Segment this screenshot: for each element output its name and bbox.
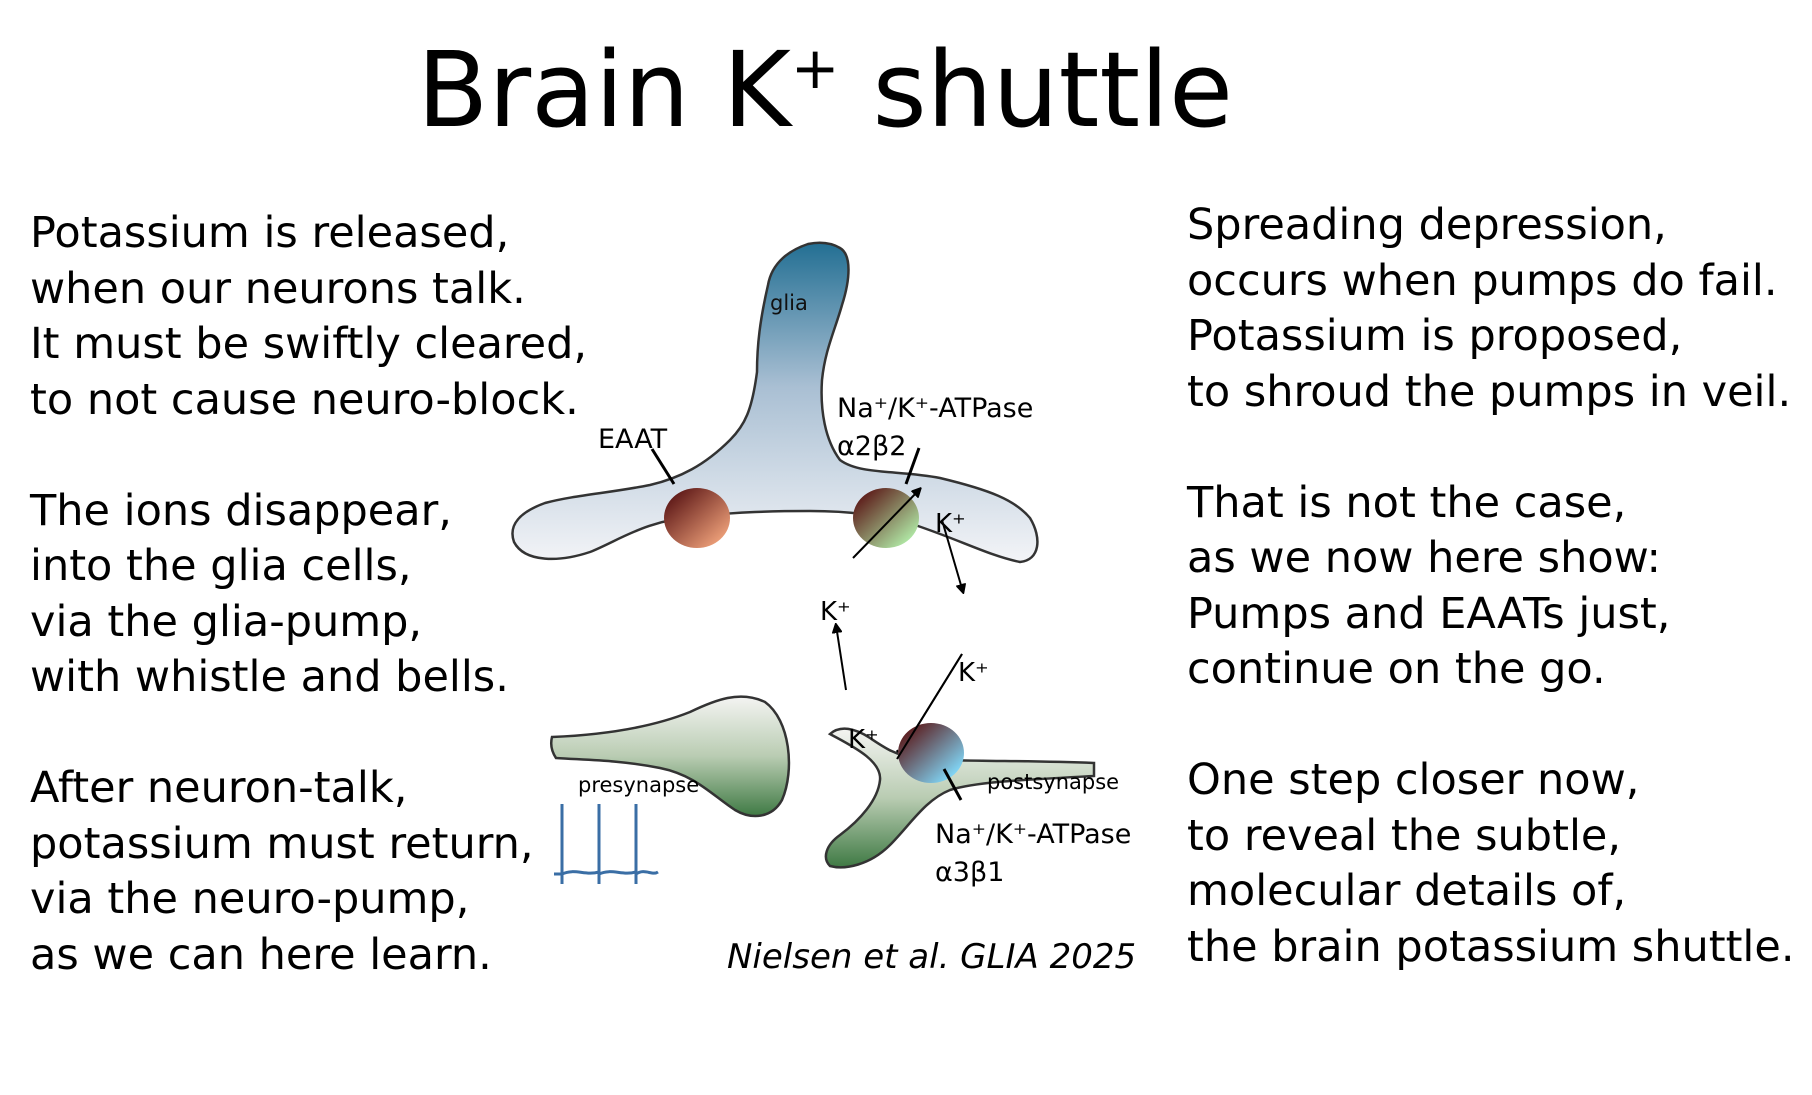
presynapse-terminal — [549, 695, 791, 818]
poem-line: Potassium is released, — [30, 208, 510, 258]
poem-line: as we now here show: — [1187, 533, 1661, 583]
k-label-extracellular: K⁺ — [820, 597, 851, 627]
glia-pump-label: Na⁺/K⁺-ATPase — [837, 393, 1033, 424]
poem-line: molecular details of, — [1187, 866, 1627, 916]
poem-line: to not cause neuro-block. — [30, 374, 579, 425]
poem-line: with whistle and bells. — [30, 652, 509, 702]
glia-pump-isoform: α2β2 — [837, 431, 906, 462]
presynapse-label: presynapse — [578, 773, 699, 797]
k-neuron-uptake-arrow-tail — [896, 653, 963, 760]
poem-line: The ions disappear, — [30, 485, 452, 536]
glia-pump — [853, 488, 919, 548]
title-text: Brain K — [416, 29, 791, 151]
poem-line: as we can here learn. — [30, 929, 492, 980]
poem-line: to reveal the subtle, — [1187, 810, 1622, 861]
poem-line: when our neurons talk. — [30, 263, 526, 314]
glia-pump-pointer — [904, 447, 921, 485]
poem-line: After neuron-talk, — [30, 763, 408, 813]
action-potential-trace — [554, 804, 659, 884]
poem-line: into the glia cells, — [30, 541, 412, 591]
eaat-pointer — [650, 448, 676, 485]
citation: Nielsen et al. GLIA 2025 — [727, 937, 1136, 977]
k-efflux-arrow — [836, 625, 847, 691]
k-label-extracellular-2: K⁺ — [958, 658, 989, 688]
eaat-label: EAAT — [598, 424, 668, 455]
poem-line: potassium must return, — [30, 818, 534, 869]
poem-line: One step closer now, — [1187, 755, 1640, 805]
poem-line: Pumps and EAATs just, — [1187, 588, 1671, 639]
postsynapse-label: postsynapse — [987, 770, 1119, 794]
poem-line: occurs when pumps do fail. — [1187, 255, 1778, 306]
poem-line: That is not the case, — [1187, 477, 1627, 528]
title-text-rest: shuttle — [839, 29, 1234, 151]
neuron-pump-isoform: α3β1 — [935, 857, 1004, 888]
neuron-pump-pointer — [942, 768, 963, 801]
k-release-arrow — [941, 519, 963, 592]
left-poem: Potassium is released,when our neurons t… — [30, 206, 587, 983]
k-label-glia: K⁺ — [935, 509, 966, 539]
k-label-neuron: K⁺ — [848, 725, 879, 755]
neuron-pump-label: Na⁺/K⁺-ATPase — [935, 819, 1131, 850]
page-title: Brain K+ shuttle — [0, 30, 1650, 166]
poem-line: the brain potassium shuttle. — [1187, 921, 1795, 972]
eaat-transporter — [664, 488, 730, 548]
title-superscript: + — [790, 34, 840, 102]
poem-line: via the neuro-pump, — [30, 874, 470, 924]
right-poem: Spreading depression,occurs when pumps d… — [1187, 198, 1795, 975]
poem-line: Spreading depression, — [1187, 200, 1667, 250]
poem-line: to shroud the pumps in veil. — [1187, 366, 1792, 417]
glia-label: glia — [770, 291, 808, 315]
poem-line: Potassium is proposed, — [1187, 311, 1683, 361]
poem-line: via the glia-pump, — [30, 596, 423, 647]
poem-line: It must be swiftly cleared, — [30, 319, 588, 369]
neuron-pump — [898, 723, 964, 783]
poem-line: continue on the go. — [1187, 644, 1606, 694]
k-uptake-arrow — [852, 489, 920, 559]
